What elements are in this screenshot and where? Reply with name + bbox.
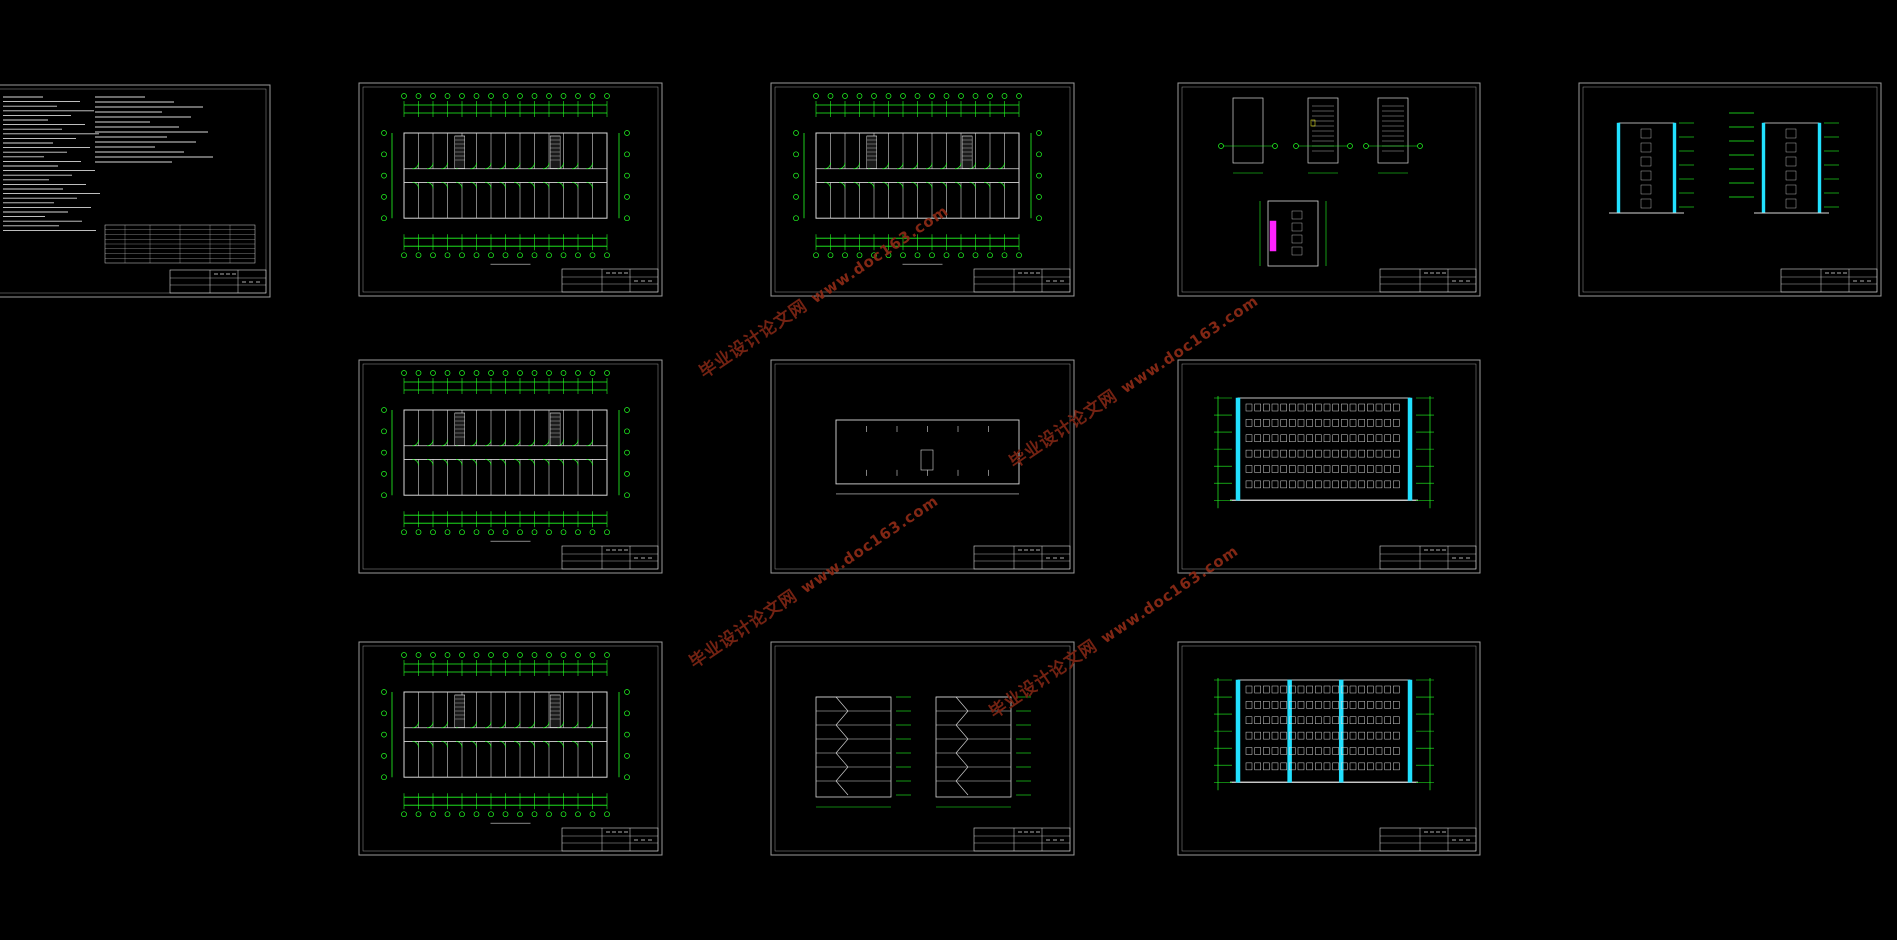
drawing-sheet-plan-1[interactable] (358, 82, 663, 297)
drawing-sheet-front-elevation[interactable] (1177, 359, 1481, 574)
drawing-sheet-design-notes[interactable] (0, 84, 271, 298)
drawing-sheet-side-elevations[interactable] (1578, 82, 1882, 297)
drawing-sheet-rear-elevation[interactable] (1177, 641, 1481, 856)
drawing-sheet-stair-details[interactable] (1177, 82, 1481, 297)
drawing-sheet-sections[interactable] (770, 641, 1075, 856)
drawing-sheet-plan-4[interactable] (358, 641, 663, 856)
drawing-sheet-plan-3[interactable] (358, 359, 663, 574)
drawing-sheet-roof-plan[interactable] (770, 359, 1075, 574)
drawing-sheet-plan-2[interactable] (770, 82, 1075, 297)
